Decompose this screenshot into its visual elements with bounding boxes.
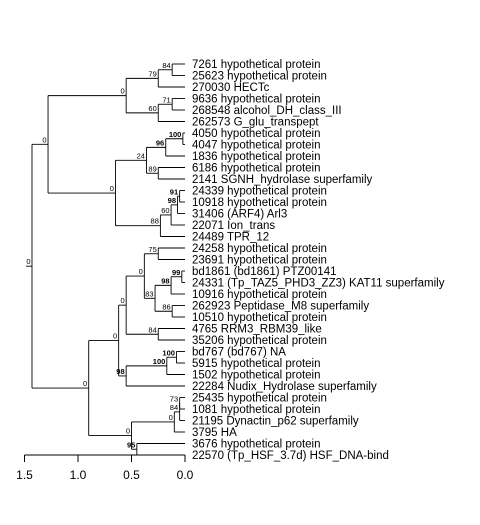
leaf-label: 25623 hypothetical protein <box>192 71 327 83</box>
leaf-label: bd1861 (bd1861) PTZ00141 <box>192 266 337 278</box>
leaf-label: 24489 TPR_12 <box>192 232 269 244</box>
support-value: 0 <box>113 332 117 341</box>
support-value: 0 <box>126 427 130 436</box>
leaf-label: 262573 G_glu_transpept <box>192 117 319 129</box>
support-value: 24 <box>137 151 145 160</box>
leaf-label: 262923 Peptidase_M8 superfamily <box>192 301 369 313</box>
scale-axis: 1.5 1.0 0.5 0.0 <box>16 454 194 482</box>
leaf-label: 268548 alcohol_DH_class_III <box>192 105 342 117</box>
leaf-label: 6186 hypothetical protein <box>192 163 321 175</box>
leaf-label: 24258 hypothetical protein <box>192 243 327 255</box>
axis-tick-label: 1.5 <box>16 468 33 482</box>
leaf-label: 10916 hypothetical protein <box>192 289 327 301</box>
support-value: 84 <box>170 403 178 412</box>
axis-tick-label: 0.5 <box>123 468 140 482</box>
tree-branches <box>25 63 185 456</box>
support-value: 0 <box>110 184 114 193</box>
support-value: 71 <box>162 95 170 104</box>
leaf-label: 1502 hypothetical protein <box>192 370 321 382</box>
leaf-label: 21195 Dynactin_p62 superfamily <box>192 416 359 428</box>
support-value: 100 <box>169 130 182 139</box>
leaf-label: 22284 Nudix_Hydrolase superfamily <box>192 381 377 393</box>
leaf-label: 4050 hypothetical protein <box>192 128 321 140</box>
leaf-label: 22071 Ion_trans <box>192 220 275 232</box>
leaf-label: 5915 hypothetical protein <box>192 358 321 370</box>
leaf-label: 7261 hypothetical protein <box>192 59 321 71</box>
leaf-label: 4765 RRM3_RBM39_like <box>192 324 322 336</box>
support-value: 75 <box>148 245 156 254</box>
support-value: 86 <box>162 302 170 311</box>
support-value: 89 <box>148 164 156 173</box>
support-value: 73 <box>170 394 178 403</box>
support-value: 60 <box>161 206 169 215</box>
support-value: 60 <box>148 104 156 113</box>
support-value: 0 <box>120 87 124 96</box>
support-value: 100 <box>153 357 166 366</box>
support-value: 84 <box>162 61 170 70</box>
leaf-label: 270030 HECTc <box>192 82 270 94</box>
support-value: 0 <box>83 379 87 388</box>
leaf-label: 9636 hypothetical protein <box>192 94 321 106</box>
support-value: 84 <box>148 325 156 334</box>
leaf-label: 1836 hypothetical protein <box>192 151 321 163</box>
leaf-label: 24339 hypothetical protein <box>192 186 327 198</box>
axis-tick-label: 0.0 <box>177 468 194 482</box>
leaf-label: bd767 (bd767) NA <box>192 347 286 359</box>
leaf-label: 22570 (Tp_HSF_3.7d) HSF_DNA-bind <box>192 450 389 462</box>
support-value: 0 <box>26 257 30 266</box>
leaf-label: 24331 (Tp_TAZ5_PHD3_ZZ3) KAT11 superfami… <box>192 278 445 290</box>
support-value: 0 <box>139 267 143 276</box>
axis-tick-label: 1.0 <box>70 468 87 482</box>
support-value: 99 <box>172 268 180 277</box>
support-value: 98 <box>116 367 124 376</box>
support-value: 98 <box>168 196 176 205</box>
support-value: 96 <box>156 138 164 147</box>
support-value: 91 <box>170 187 178 196</box>
support-value: 98 <box>161 276 169 285</box>
support-value: 88 <box>151 217 159 226</box>
support-values: 8479716001009689249198608800759998868308… <box>26 61 181 450</box>
leaf-label: 2141 SGNH_hydrolase superfamily <box>192 174 373 186</box>
support-value: 83 <box>145 289 153 298</box>
leaf-label: 23691 hypothetical protein <box>192 255 327 267</box>
leaf-label: 25435 hypothetical protein <box>192 393 327 405</box>
support-value: 100 <box>162 348 175 357</box>
leaf-label: 3795 HA <box>192 427 237 439</box>
leaf-label: 4047 hypothetical protein <box>192 140 321 152</box>
support-value: 0 <box>42 135 46 144</box>
leaf-label: 10918 hypothetical protein <box>192 197 327 209</box>
support-value: 95 <box>127 440 135 449</box>
support-value: 0 <box>120 296 124 305</box>
leaf-label: 1081 hypothetical protein <box>192 404 321 416</box>
leaf-label: 31406 (ARF4) Arl3 <box>192 209 287 221</box>
leaf-label: 10510 hypothetical protein <box>192 312 327 324</box>
support-value: 0 <box>169 413 173 422</box>
leaf-label: 3676 hypothetical protein <box>192 439 321 451</box>
support-value: 79 <box>148 69 156 78</box>
leaf-label: 35206 hypothetical protein <box>192 335 327 347</box>
